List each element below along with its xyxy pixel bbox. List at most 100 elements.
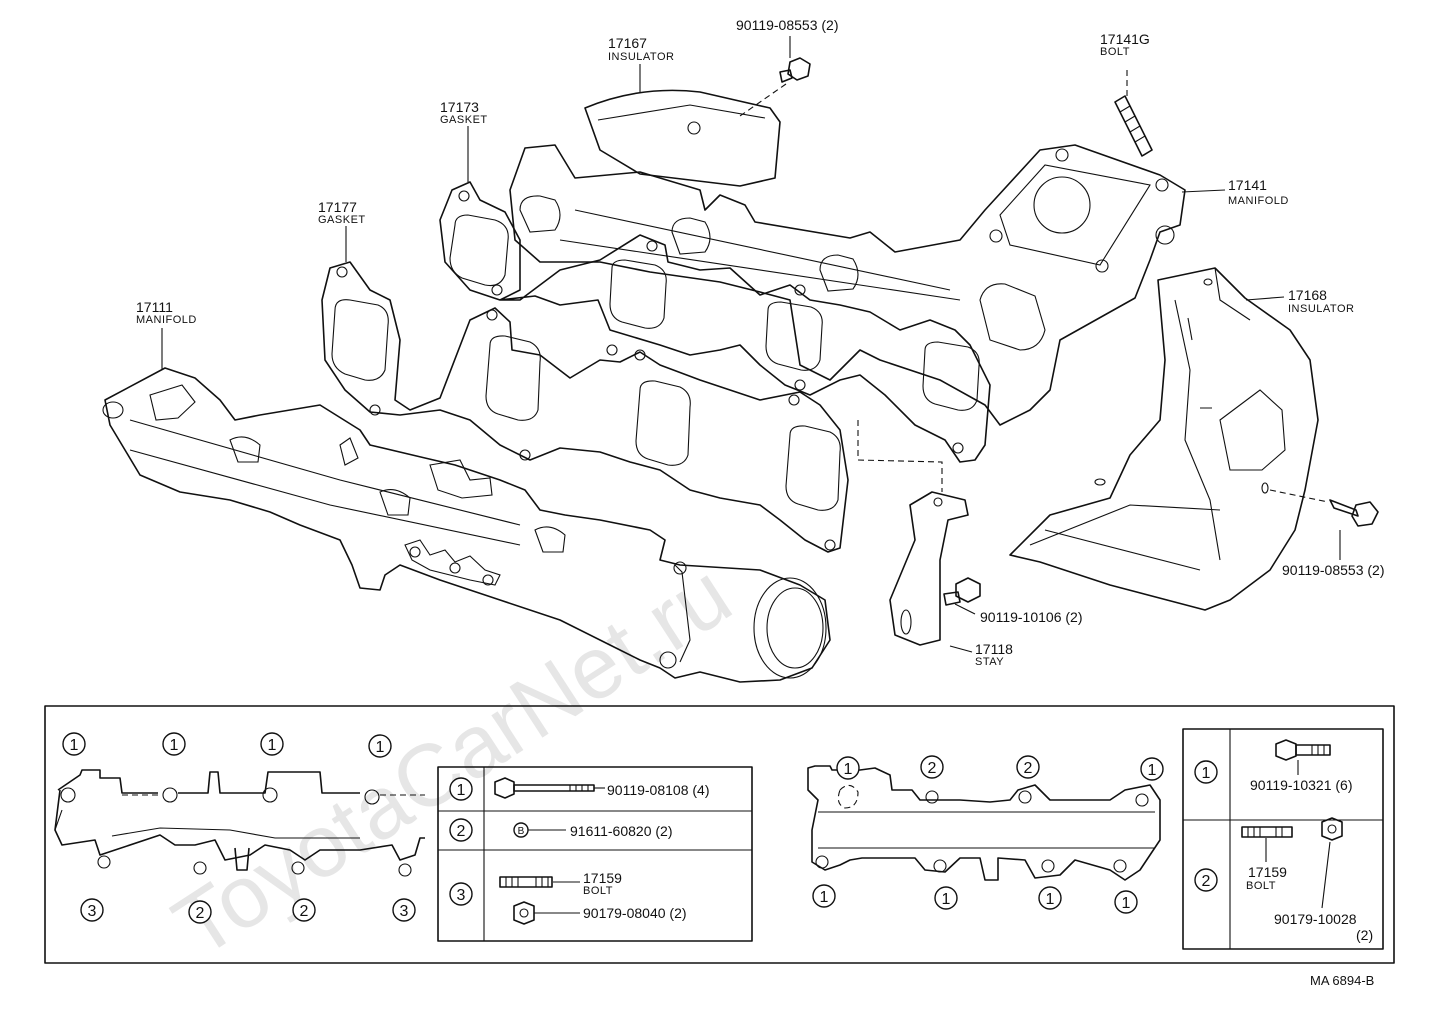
svg-text:17141: 17141	[1228, 177, 1267, 193]
svg-text:2: 2	[300, 903, 309, 920]
stay-17118-shape	[857, 420, 969, 646]
svg-text:17173: 17173	[440, 99, 479, 115]
svg-text:MANIFOLD: MANIFOLD	[1228, 195, 1289, 207]
gasket-17173-shape	[439, 181, 991, 463]
label-17141g: 17141G BOLT	[1100, 31, 1150, 58]
svg-text:17168: 17168	[1288, 287, 1327, 303]
gasket-17177-shape	[321, 261, 849, 553]
left-table-row-3: 3 17159 BOLT 90179-08040 (2)	[449, 870, 687, 925]
right-schematic	[807, 765, 1161, 881]
svg-text:BOLT: BOLT	[583, 885, 613, 897]
right-mark-1b: 1	[1140, 757, 1164, 781]
bolt-90119-08553-top-shape	[739, 57, 811, 117]
svg-text:1: 1	[1202, 765, 1211, 782]
svg-text:1: 1	[1046, 891, 1055, 908]
svg-text:90119-08108 (4): 90119-08108 (4)	[607, 782, 709, 798]
svg-text:17177: 17177	[318, 199, 357, 215]
manifold-17111-shape	[102, 367, 831, 683]
right-table-row-2: 2 17159 BOLT 90179-10028 (2)	[1194, 817, 1373, 943]
svg-text:90119-10106 (2): 90119-10106 (2)	[980, 609, 1082, 625]
svg-text:STAY: STAY	[975, 656, 1004, 668]
svg-text:17159: 17159	[1248, 864, 1287, 880]
svg-text:2: 2	[196, 905, 205, 922]
left-table-row-1: 1 90119-08108 (4)	[449, 777, 709, 801]
left-mark-1c: 1	[260, 732, 284, 756]
svg-text:INSULATOR: INSULATOR	[1288, 303, 1354, 315]
svg-text:1: 1	[844, 761, 853, 778]
drawing-code: MA 6894-B	[1310, 973, 1374, 988]
left-table-row-2: 2 B 91611-60820 (2)	[449, 818, 672, 842]
svg-text:BOLT: BOLT	[1246, 880, 1276, 892]
label-17168: 17168 INSULATOR	[1288, 287, 1354, 315]
svg-text:17141G: 17141G	[1100, 31, 1150, 47]
right-table-row-1: 1 90119-10321 (6)	[1194, 739, 1352, 793]
svg-text:1: 1	[457, 782, 466, 799]
left-mark-3a: 3	[80, 898, 104, 922]
label-90119-08553-right: 90119-08553 (2)	[1282, 562, 1384, 578]
insulator-17167-shape	[584, 89, 781, 187]
svg-text:2: 2	[1024, 760, 1033, 777]
svg-text:MANIFOLD: MANIFOLD	[136, 314, 197, 326]
svg-text:3: 3	[88, 903, 97, 920]
svg-text:1: 1	[820, 889, 829, 906]
svg-text:1: 1	[1122, 895, 1131, 912]
label-17118: 17118 STAY	[975, 641, 1013, 668]
svg-text:90119-10321 (6): 90119-10321 (6)	[1250, 777, 1352, 793]
svg-text:1: 1	[376, 739, 385, 756]
bolt-90119-08553-right-shape	[1269, 489, 1379, 527]
right-mark-1e: 1	[1038, 886, 1062, 910]
left-mark-1d: 1	[368, 734, 392, 758]
right-mark-1a: 1	[836, 756, 860, 780]
svg-text:B: B	[518, 826, 525, 837]
svg-text:BOLT: BOLT	[1100, 46, 1130, 58]
svg-text:3: 3	[400, 903, 409, 920]
svg-text:INSULATOR: INSULATOR	[608, 51, 674, 63]
left-mark-2a: 2	[188, 900, 212, 924]
svg-text:17167: 17167	[608, 35, 647, 51]
svg-text:90119-08553 (2): 90119-08553 (2)	[1282, 562, 1384, 578]
right-mark-2a: 2	[920, 755, 944, 779]
left-parts-table	[437, 766, 753, 942]
label-90119-08553-top: 90119-08553 (2)	[736, 17, 838, 33]
svg-text:17111: 17111	[136, 299, 173, 315]
svg-text:90179-10028: 90179-10028	[1274, 911, 1357, 927]
right-mark-1c: 1	[812, 884, 836, 908]
svg-text:17118: 17118	[975, 641, 1013, 657]
svg-text:GASKET: GASKET	[440, 114, 488, 126]
label-90119-10106: 90119-10106 (2)	[980, 609, 1082, 625]
svg-text:1: 1	[942, 891, 951, 908]
left-mark-2b: 2	[292, 898, 316, 922]
left-mark-1a: 1	[62, 732, 86, 756]
detail-panel-frame	[44, 705, 1395, 964]
svg-text:(2): (2)	[1356, 927, 1373, 943]
right-parts-table	[1182, 728, 1384, 950]
manifold-17141-shape	[509, 144, 1186, 426]
label-17141: 17141 MANIFOLD	[1228, 177, 1289, 207]
label-17177: 17177 GASKET	[318, 199, 366, 226]
svg-text:91611-60820 (2): 91611-60820 (2)	[570, 823, 672, 839]
svg-text:90119-08553 (2): 90119-08553 (2)	[736, 17, 838, 33]
bolt-90119-10106-shape	[943, 577, 981, 606]
label-17111: 17111 MANIFOLD	[136, 299, 197, 326]
svg-text:2: 2	[1202, 873, 1211, 890]
right-mark-1f: 1	[1114, 890, 1138, 914]
svg-text:1: 1	[70, 737, 79, 754]
left-schematic	[54, 769, 425, 877]
svg-text:2: 2	[457, 823, 466, 840]
leader-lines	[161, 36, 1341, 653]
svg-text:GASKET: GASKET	[318, 214, 366, 226]
svg-text:90179-08040 (2): 90179-08040 (2)	[583, 905, 687, 921]
label-17167: 17167 INSULATOR	[608, 35, 674, 63]
svg-text:2: 2	[928, 760, 937, 777]
label-17173: 17173 GASKET	[440, 99, 488, 126]
svg-text:1: 1	[1148, 762, 1157, 779]
stud-17141g-shape	[1114, 70, 1153, 157]
left-mark-1b: 1	[162, 732, 186, 756]
svg-text:1: 1	[268, 737, 277, 754]
svg-text:17159: 17159	[583, 870, 622, 886]
right-mark-2b: 2	[1016, 755, 1040, 779]
svg-text:1: 1	[170, 737, 179, 754]
svg-text:3: 3	[457, 887, 466, 904]
insulator-17168-shape	[1009, 267, 1319, 611]
